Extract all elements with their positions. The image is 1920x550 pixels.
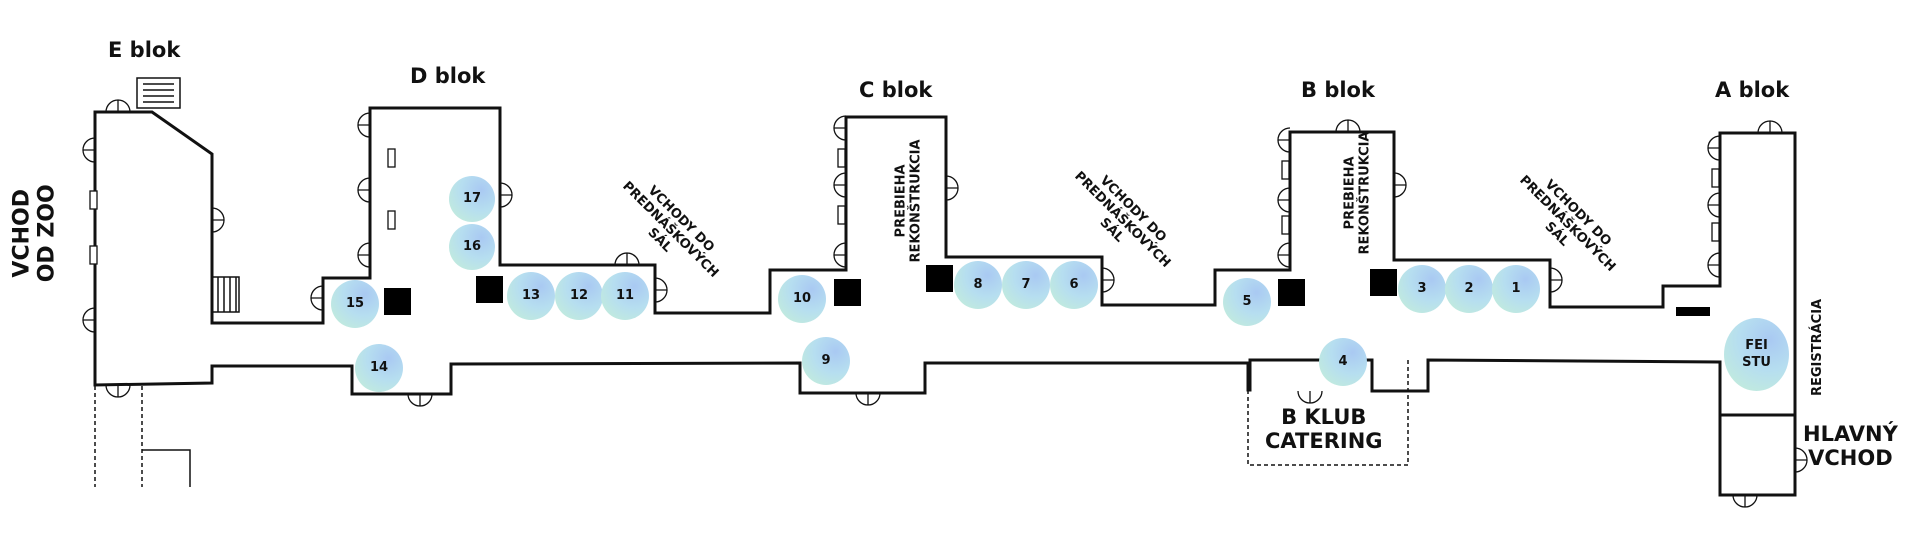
door-icon (211, 207, 225, 233)
stand-5[interactable]: 5 (1223, 278, 1271, 326)
zoo-entrance-label: VCHOD OD ZOO (10, 184, 61, 282)
door-icon (1794, 447, 1808, 473)
vendor-box (834, 279, 861, 306)
door-icon (1277, 242, 1291, 268)
block-a-title: A blok (1715, 78, 1790, 102)
door-icon (833, 242, 847, 268)
stand-fei-stu[interactable]: FEI STU (1724, 318, 1789, 391)
main-entrance-line2: VCHOD (1808, 446, 1893, 471)
stair-icon (211, 276, 240, 313)
main-entrance-label: HLAVNÝ VCHOD (1803, 422, 1898, 470)
door-icon (105, 99, 131, 113)
door-icon (1549, 267, 1563, 293)
reconstruction-line1: PREBIEHA (893, 164, 909, 238)
zoo-entrance-line1: VCHOD (9, 189, 35, 278)
window-icon (1711, 222, 1720, 242)
door-icon (833, 172, 847, 198)
vendor-box (476, 276, 503, 303)
window-icon (387, 148, 396, 168)
stand-12[interactable]: 12 (555, 272, 603, 320)
window-icon (1281, 160, 1290, 180)
stand-9[interactable]: 9 (802, 337, 850, 385)
door-icon (82, 137, 96, 163)
stand-7[interactable]: 7 (1002, 261, 1050, 309)
vendor-box (926, 265, 953, 292)
stand-3[interactable]: 3 (1398, 265, 1446, 313)
door-icon (357, 242, 371, 268)
vendor-box (384, 288, 411, 315)
stand-13[interactable]: 13 (507, 272, 555, 320)
registration-label: REGISTRÁCIA (1810, 298, 1826, 397)
block-b-title: B blok (1301, 78, 1375, 102)
window-icon (837, 148, 846, 168)
door-icon (1707, 135, 1721, 161)
vendor-box (1278, 279, 1305, 306)
reconstruction-line2: REKONŠTRUKCIA (908, 139, 924, 263)
block-d-title: D blok (410, 64, 486, 88)
door-icon (1101, 267, 1115, 293)
window-icon (1281, 215, 1290, 235)
stair-icon (136, 77, 181, 109)
stand-1[interactable]: 1 (1492, 265, 1540, 313)
stand-17[interactable]: 17 (449, 176, 495, 222)
reconstruction-c-label: PREBIEHA REKONŠTRUKCIA (893, 139, 925, 263)
catering-area (1247, 360, 1409, 466)
reconstruction-line2: REKONŠTRUKCIA (1357, 131, 1373, 255)
door-icon (357, 112, 371, 138)
reconstruction-line1: PREBIEHA (1342, 156, 1358, 230)
door-icon (614, 252, 640, 266)
stand-16[interactable]: 16 (449, 224, 495, 270)
door-icon (407, 393, 433, 407)
door-icon (310, 285, 324, 311)
stand-6[interactable]: 6 (1050, 261, 1098, 309)
door-icon (1335, 119, 1361, 133)
stand-8[interactable]: 8 (954, 261, 1002, 309)
catering-label: B KLUB CATERING (1265, 405, 1383, 453)
door-icon (82, 307, 96, 333)
zoo-door-frame (142, 449, 191, 487)
vendor-box (1370, 269, 1397, 296)
door-icon (945, 175, 959, 201)
door-icon (1277, 187, 1291, 213)
window-icon (837, 205, 846, 225)
door-icon (1707, 252, 1721, 278)
stand-11[interactable]: 11 (601, 272, 649, 320)
catering-line1: B KLUB (1281, 405, 1367, 429)
stand-15[interactable]: 15 (331, 280, 379, 328)
door-icon (105, 384, 131, 398)
door-icon (1757, 120, 1783, 134)
door-icon (499, 182, 513, 208)
door-icon (654, 277, 668, 303)
door-icon (357, 177, 371, 203)
stand-4[interactable]: 4 (1319, 338, 1367, 386)
stand-2[interactable]: 2 (1445, 265, 1493, 313)
stand-14[interactable]: 14 (355, 344, 403, 392)
barrier (1676, 307, 1710, 316)
window-icon (1711, 168, 1720, 188)
window-icon (89, 190, 98, 210)
fei-label: FEI (1745, 337, 1768, 353)
stu-label: STU (1742, 354, 1771, 370)
block-e-title: E blok (108, 38, 181, 62)
door-icon (1297, 390, 1323, 404)
block-c-title: C blok (859, 78, 933, 102)
door-icon (1707, 192, 1721, 218)
door-icon (1393, 172, 1407, 198)
window-icon (89, 245, 98, 265)
catering-line2: CATERING (1265, 429, 1383, 454)
zoo-entrance-line2: OD ZOO (34, 184, 60, 283)
stand-10[interactable]: 10 (778, 275, 826, 323)
reconstruction-b-label: PREBIEHA REKONŠTRUKCIA (1342, 131, 1374, 255)
door-icon (1277, 127, 1291, 153)
zoo-entrance-path (94, 386, 143, 487)
door-icon (855, 392, 881, 406)
door-icon (1732, 494, 1758, 508)
hallway-outline (93, 106, 1797, 497)
door-icon (833, 115, 847, 141)
window-icon (387, 210, 396, 230)
main-entrance-line1: HLAVNÝ (1803, 422, 1898, 446)
